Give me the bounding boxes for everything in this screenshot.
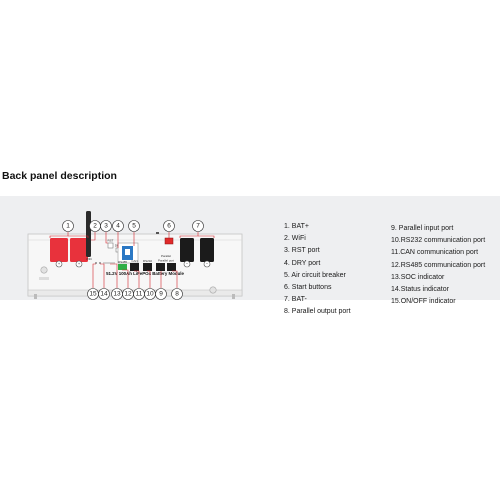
callout-number-13: 13 bbox=[113, 291, 121, 298]
legend-item: 12.RS485 communication port bbox=[391, 261, 486, 269]
legend-item: 1. BAT+ bbox=[284, 223, 309, 230]
on-off-indicator-led bbox=[95, 262, 97, 264]
callout-line-11 bbox=[134, 270, 140, 288]
legend-item: 11.CAN communication port bbox=[391, 249, 479, 257]
legend-item: 3. RST port bbox=[284, 247, 320, 255]
legend-item: 13.SOC indicator bbox=[391, 273, 445, 281]
rs232-port-label: RS232 bbox=[143, 259, 153, 263]
bat-minus-terminals: − − bbox=[180, 238, 214, 268]
parallel-output-port bbox=[167, 263, 176, 271]
legend-item: 4. DRY port bbox=[284, 259, 321, 267]
legend-item: 2. WiFi bbox=[284, 235, 306, 243]
callout-number-5: 5 bbox=[132, 223, 136, 230]
callout-line-7a bbox=[179, 232, 199, 238]
callout-number-15: 15 bbox=[89, 291, 97, 298]
start-button bbox=[164, 237, 174, 245]
right-foot bbox=[232, 294, 235, 299]
ground-screw-left bbox=[40, 266, 48, 274]
parallel-input-port bbox=[156, 263, 165, 271]
ground-label-plate bbox=[39, 277, 49, 280]
rst-port bbox=[107, 242, 114, 249]
rs485-port-led bbox=[118, 264, 127, 270]
callout-circle-7 bbox=[192, 220, 204, 232]
bat-plus-terminal-2 bbox=[70, 238, 88, 262]
callout-line-10 bbox=[147, 270, 151, 288]
bat-minus-terminal-1 bbox=[180, 238, 194, 262]
left-foot bbox=[34, 294, 37, 299]
callout-number-9: 9 bbox=[159, 291, 163, 298]
callout-circle-15 bbox=[87, 288, 99, 300]
plus-symbol-2 bbox=[75, 260, 83, 268]
callout-number-11: 11 bbox=[136, 291, 143, 298]
section-heading: Back panel description bbox=[2, 170, 117, 182]
status-indicator-led bbox=[99, 262, 101, 264]
legend-item: 14.Status indicator bbox=[391, 285, 449, 293]
callout-markers: 1 2 3 4 5 6 7 8 9 10 11 12 13 14 15 bbox=[62, 220, 204, 300]
legend-item: 9. Parallel input port bbox=[391, 225, 454, 232]
callout-number-3: 3 bbox=[104, 223, 108, 230]
bat-plus-terminals: + + bbox=[50, 238, 88, 268]
legend-item: 10.RS232 communication port bbox=[391, 237, 486, 245]
module-label: 51.2V 100Ah LiFePO4 Battery Module bbox=[106, 271, 184, 276]
callout-line-7b bbox=[198, 235, 215, 238]
callout-number-1: 1 bbox=[66, 223, 70, 230]
callout-line-3 bbox=[105, 232, 108, 244]
minus-symbol-1 bbox=[183, 260, 191, 268]
callout-line-12 bbox=[122, 269, 129, 288]
plus-symbol-1 bbox=[55, 260, 63, 268]
bat-plus-terminal-1 bbox=[50, 238, 68, 262]
callout-circle-1 bbox=[62, 220, 74, 232]
callout-circle-5 bbox=[128, 220, 140, 232]
breaker-switch bbox=[125, 249, 130, 255]
callout-number-8: 8 bbox=[175, 291, 179, 298]
callout-number-7: 7 bbox=[196, 223, 200, 230]
callout-circle-6 bbox=[163, 220, 175, 232]
can-port-label: CAN bbox=[131, 259, 137, 263]
callout-number-14: 14 bbox=[100, 291, 108, 298]
callout-circle-8 bbox=[171, 288, 183, 300]
legend-item: 6. Start buttons bbox=[284, 283, 332, 291]
callout-number-10: 10 bbox=[146, 291, 154, 298]
plus-glyph-2: + bbox=[78, 261, 81, 266]
callout-lines bbox=[49, 232, 215, 288]
legend-right: 9. Parallel input port 10.RS232 communic… bbox=[391, 223, 485, 308]
callout-number-4: 4 bbox=[116, 223, 120, 230]
handle-mark bbox=[156, 232, 159, 234]
callout-line-1b bbox=[68, 235, 89, 238]
legend-item: 5. Air circuit breaker bbox=[284, 271, 346, 279]
legend-left: 1. BAT+ 2. WiFi 3. RST port 4. DRY port … bbox=[284, 221, 351, 319]
minus-symbol-2 bbox=[203, 260, 211, 268]
callout-line-1a bbox=[49, 232, 69, 238]
callout-line-2 bbox=[91, 232, 96, 241]
bat-minus-terminal-2 bbox=[200, 238, 214, 262]
rst-port-label: RST bbox=[108, 239, 114, 243]
callout-circle-4 bbox=[112, 220, 124, 232]
soc-indicator-bar bbox=[103, 262, 115, 264]
callout-number-6: 6 bbox=[167, 223, 171, 230]
legend-item: 15.ON/OFF indicator bbox=[391, 298, 456, 306]
rs232-port bbox=[143, 263, 152, 271]
legend-item: 8. Parallel output port bbox=[284, 308, 351, 316]
callout-line-14 bbox=[100, 263, 105, 288]
minus-glyph-1: − bbox=[186, 261, 189, 266]
parallel-port-label: Parallel port bbox=[158, 259, 174, 263]
callout-circle-3 bbox=[100, 220, 112, 232]
ground-screw-right bbox=[209, 286, 217, 294]
rs485-port-label: RS485 bbox=[118, 260, 128, 264]
plus-glyph-1: + bbox=[58, 261, 61, 266]
callout-line-15 bbox=[92, 263, 96, 288]
parallel-label: Parallel bbox=[161, 254, 171, 258]
wifi-antenna bbox=[86, 211, 91, 257]
callout-circle-13 bbox=[111, 288, 123, 300]
callout-number-12: 12 bbox=[124, 291, 132, 298]
minus-glyph-2: − bbox=[206, 261, 209, 266]
wifi-port-label: WiFi bbox=[86, 257, 92, 261]
can-port bbox=[130, 263, 139, 271]
legend-item: 7. BAT- bbox=[284, 296, 307, 304]
callout-line-8 bbox=[172, 270, 178, 288]
callout-number-2: 2 bbox=[93, 223, 97, 230]
callout-line-13 bbox=[110, 263, 118, 288]
